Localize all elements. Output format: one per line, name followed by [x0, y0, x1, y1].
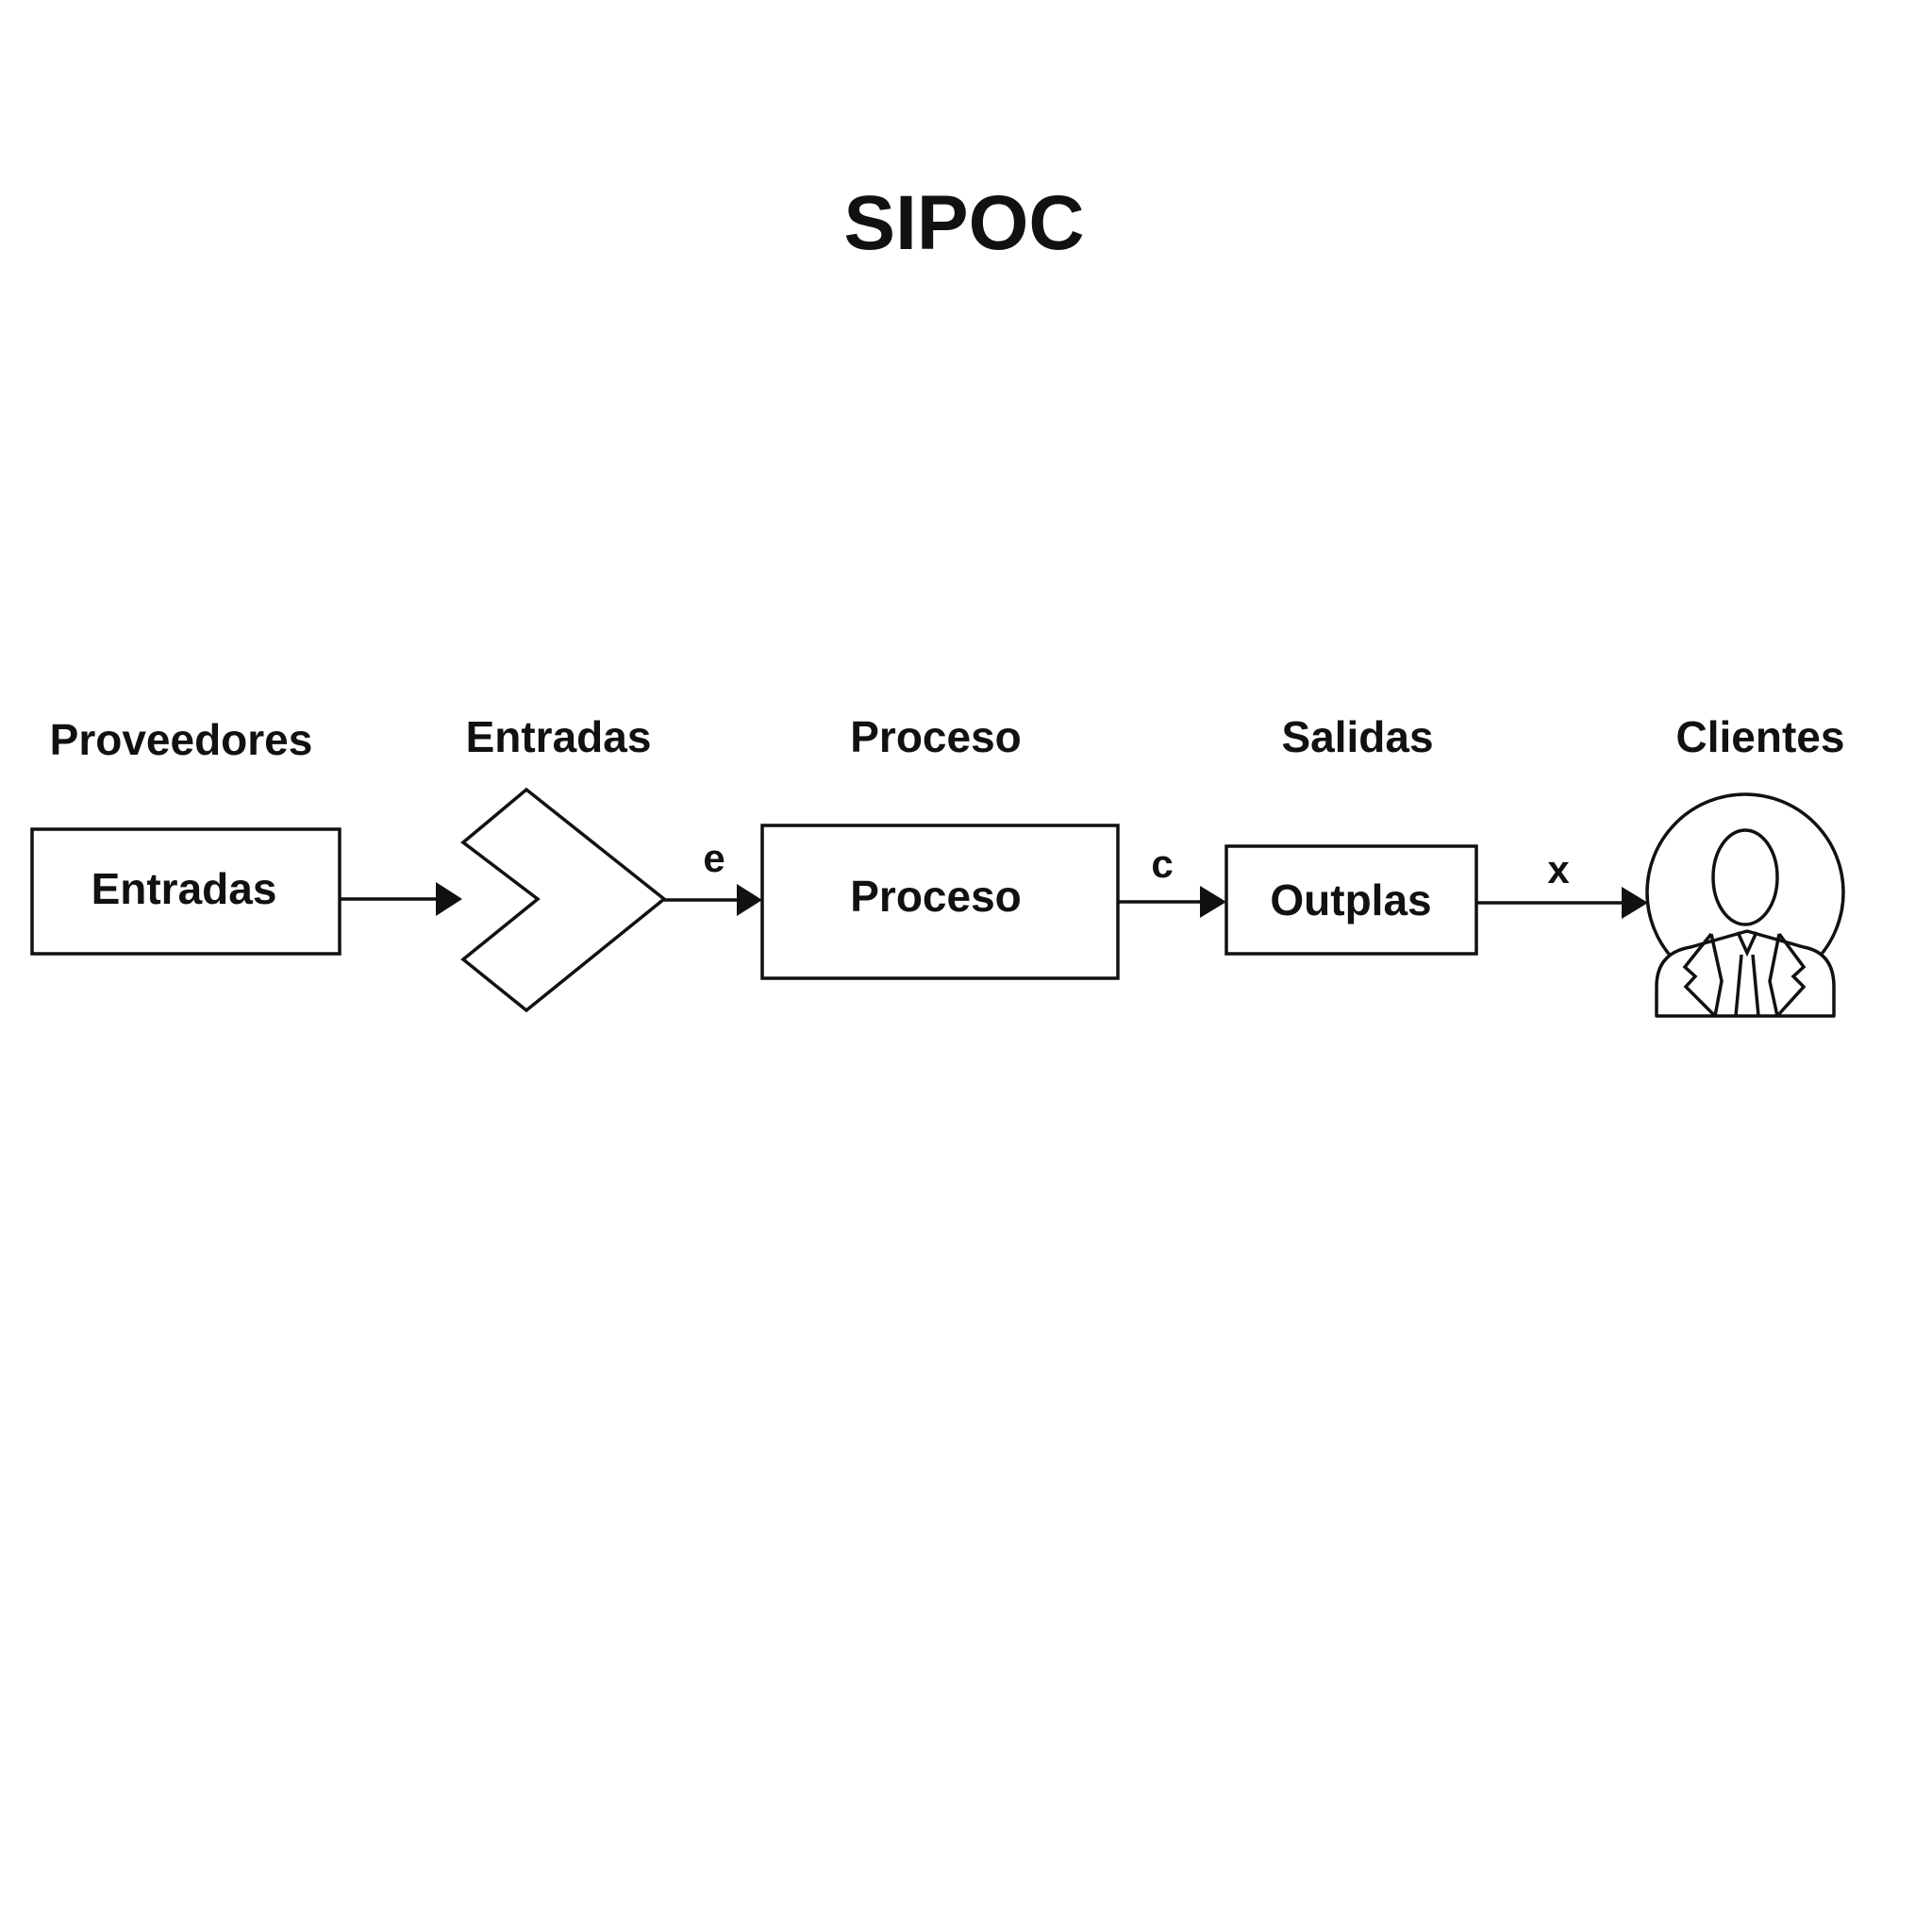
arrowhead — [436, 882, 462, 916]
outputs-box: Outplas — [1224, 844, 1478, 956]
customer-head — [1711, 828, 1779, 926]
outputs-box-frame — [1224, 844, 1478, 956]
customer-tie — [1734, 954, 1760, 1017]
column-label-outputs: Salidas — [1281, 712, 1433, 761]
arrow-suppliers-to-inputs — [340, 882, 462, 916]
arrow-outputs-to-customers: x — [1476, 847, 1648, 919]
process-box-frame — [760, 824, 1120, 980]
suppliers-box-label: Entradas — [92, 864, 277, 913]
suppliers-box: Entradas — [30, 827, 341, 956]
arrow-inputs-to-process: e — [664, 836, 762, 916]
customer-lapel-right-inner — [1768, 933, 1781, 1017]
arrowhead — [1200, 886, 1226, 918]
column-label-inputs: Entradas — [466, 712, 652, 761]
outputs-box-label: Outplas — [1270, 875, 1431, 924]
customer-body — [1655, 929, 1836, 1018]
customer-collar — [1736, 931, 1758, 958]
column-label-process: Proceso — [850, 712, 1022, 761]
diagram-title: SIPOC — [843, 180, 1084, 266]
edge-label-e: e — [703, 836, 724, 880]
process-box-label: Proceso — [850, 872, 1022, 921]
arrow-process-to-outputs: c — [1118, 841, 1226, 918]
person-in-suit-icon — [1645, 792, 1845, 1018]
inputs-chevron — [460, 787, 667, 1013]
process-box: Proceso — [760, 824, 1120, 980]
customer-lapel-right — [1775, 932, 1807, 1018]
suppliers-box-frame — [30, 827, 341, 956]
edge-label-x: x — [1547, 847, 1570, 891]
column-label-suppliers: Proveedores — [50, 715, 313, 764]
arrowhead — [1622, 887, 1648, 919]
arrowhead — [737, 884, 762, 916]
column-label-customers: Clientes — [1676, 712, 1845, 761]
customer-lapel-left-inner — [1709, 933, 1724, 1017]
customer-lapel-left — [1682, 932, 1717, 1018]
edge-label-c: c — [1151, 841, 1173, 886]
